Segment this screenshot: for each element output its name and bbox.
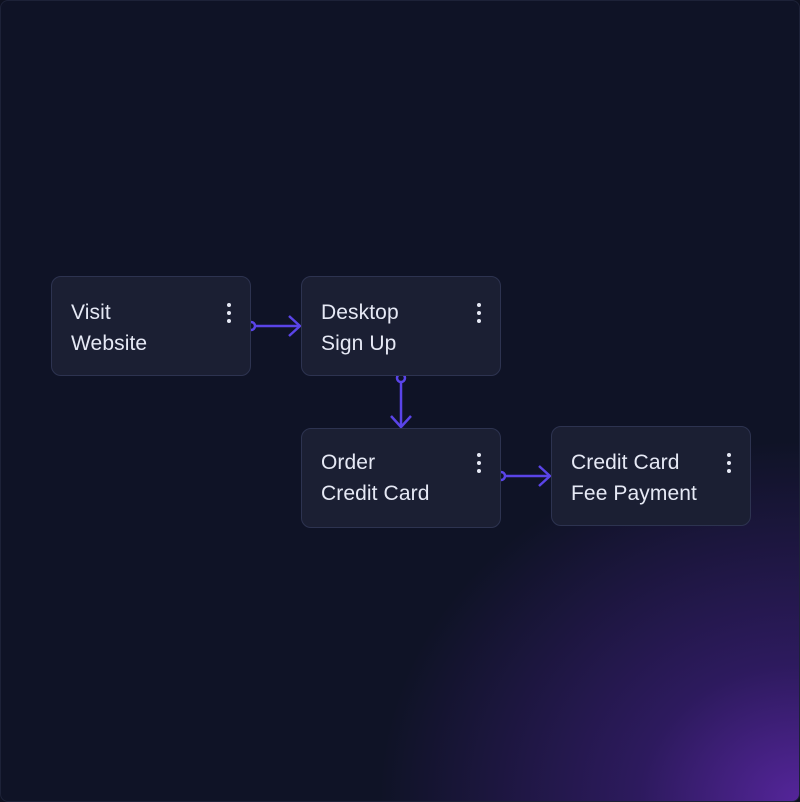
- node-label-line2: Sign Up: [321, 332, 397, 355]
- node-credit-card-fee-payment[interactable]: Credit Card Fee Payment: [551, 426, 751, 526]
- node-label-line1: Order: [321, 451, 376, 474]
- node-label-line2: Website: [71, 332, 148, 355]
- node-label: Credit Card Fee Payment: [571, 447, 697, 509]
- node-label: Order Credit Card: [321, 447, 429, 509]
- more-vertical-icon[interactable]: [472, 301, 486, 325]
- node-label-line1: Visit: [71, 301, 111, 324]
- node-label-line1: Credit Card: [571, 451, 680, 474]
- node-visit-website[interactable]: Visit Website: [51, 276, 251, 376]
- node-order-credit-card[interactable]: Order Credit Card: [301, 428, 501, 528]
- more-vertical-icon[interactable]: [222, 301, 236, 325]
- edge-visit-to-signup: [245, 315, 302, 337]
- node-label: Visit Website: [71, 297, 147, 359]
- more-vertical-icon[interactable]: [722, 451, 736, 475]
- node-label-line2: Credit Card: [321, 482, 430, 505]
- edge-signup-to-order: [390, 372, 412, 429]
- node-label-line2: Fee Payment: [571, 482, 697, 505]
- node-desktop-sign-up[interactable]: Desktop Sign Up: [301, 276, 501, 376]
- edge-order-to-fee: [495, 465, 552, 487]
- more-vertical-icon[interactable]: [472, 451, 486, 475]
- node-label: Desktop Sign Up: [321, 297, 399, 359]
- node-label-line1: Desktop: [321, 301, 399, 324]
